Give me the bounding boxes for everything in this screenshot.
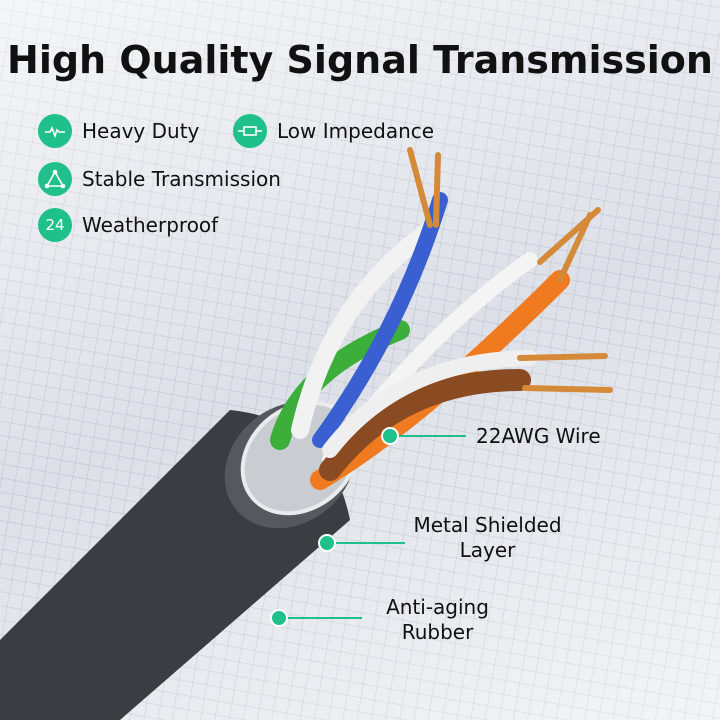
feature-heavy-duty: Heavy Duty	[38, 114, 199, 148]
feature-label: Heavy Duty	[82, 119, 200, 143]
wire-white-blue	[291, 221, 439, 439]
feature-label: Weatherproof	[82, 213, 219, 237]
page-title: High Quality Signal Transmission	[7, 38, 713, 82]
resistor-icon	[233, 114, 267, 148]
heartbeat-bolt-icon	[38, 114, 72, 148]
callout-anti-aging-rubber: Anti-aging Rubber	[370, 595, 505, 645]
callout-line-1: Metal Shielded	[413, 513, 562, 537]
callout-line-2: Layer	[459, 538, 516, 562]
24-hour-icon: 24	[38, 208, 72, 242]
callout-metal-shielded-layer: Metal Shielded Layer	[400, 513, 575, 563]
wire-blue	[312, 192, 448, 448]
callout-line-1: Anti-aging	[386, 595, 489, 619]
callout-line-2: Rubber	[401, 620, 474, 644]
feature-label: Stable Transmission	[82, 167, 281, 191]
wire-white-brown	[322, 350, 538, 458]
callout-22awg-wire: 22AWG Wire	[476, 424, 601, 448]
feature-label: Low Impedance	[277, 119, 435, 143]
wire-brown	[319, 369, 531, 481]
triangle-nodes-icon	[38, 162, 72, 196]
feature-weatherproof: 24 Weatherproof	[38, 208, 218, 242]
feature-stable-transmission: Stable Transmission	[38, 162, 281, 196]
callout-lines	[270, 427, 466, 627]
feature-low-impedance: Low Impedance	[233, 114, 434, 148]
